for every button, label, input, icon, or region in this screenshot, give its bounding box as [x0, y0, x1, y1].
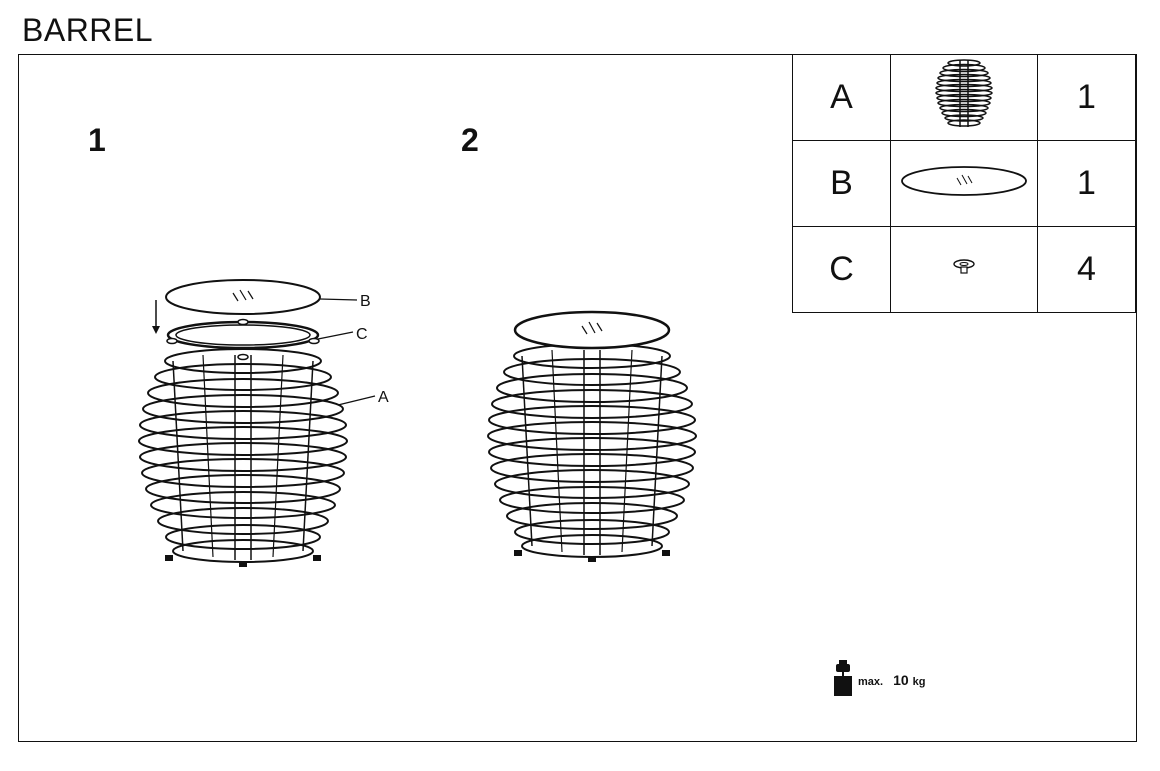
- callout-b: B: [360, 293, 371, 310]
- parts-table: A: [792, 54, 1136, 313]
- instruction-frame: [18, 54, 1137, 742]
- step-2-number: 2: [461, 122, 479, 158]
- step-2-barrel-frame: [487, 343, 697, 563]
- down-arrow-icon: [152, 300, 160, 334]
- callout-a: A: [378, 389, 389, 406]
- table-row: B 1: [792, 140, 1136, 227]
- step-1-glass-top: [165, 279, 321, 315]
- step-1-pads: [166, 318, 320, 361]
- table-row: A: [792, 54, 1136, 141]
- part-letter: B: [792, 140, 891, 227]
- document-title: BARREL: [22, 12, 154, 48]
- callout-leaders: [317, 298, 376, 406]
- step-1-top-ring: [166, 320, 320, 350]
- step-1-number: 1: [88, 122, 106, 158]
- part-quantity: 1: [1037, 54, 1136, 141]
- barrel-frame-icon: [890, 54, 1038, 141]
- step-1-barrel-frame: [138, 348, 348, 568]
- max-unit: kg: [912, 676, 926, 688]
- glass-top-icon: [890, 140, 1038, 227]
- part-quantity: 4: [1037, 226, 1136, 313]
- max-value: 10: [893, 672, 909, 688]
- part-letter: C: [792, 226, 891, 313]
- callout-c: C: [356, 326, 368, 343]
- table-row: C 4: [792, 226, 1136, 313]
- part-quantity: 1: [1037, 140, 1136, 227]
- step-2-glass-top: [513, 310, 671, 350]
- max-label: max.: [858, 676, 884, 688]
- weight-icon: [834, 660, 852, 696]
- max-load: max. 10 kg: [833, 660, 926, 696]
- pad-icon: [890, 226, 1038, 313]
- part-letter: A: [792, 54, 891, 141]
